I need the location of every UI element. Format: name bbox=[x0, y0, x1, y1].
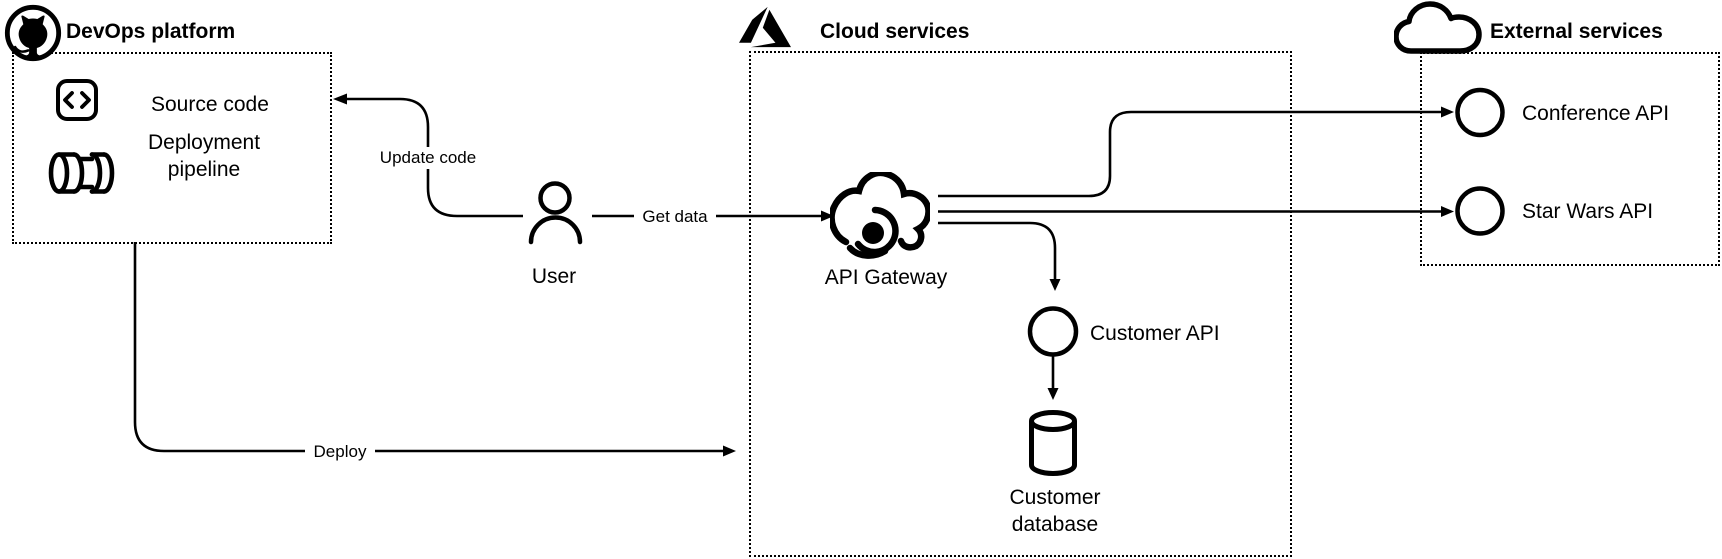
code-icon bbox=[56, 79, 98, 121]
devops-platform-box bbox=[12, 52, 332, 244]
external-services-box bbox=[1420, 52, 1720, 266]
api-gateway-label: API Gateway bbox=[824, 266, 948, 289]
customer-database-label: Customer database bbox=[1009, 486, 1101, 536]
arrowhead-update-code bbox=[333, 93, 347, 105]
arrowhead-starwars bbox=[1441, 206, 1454, 217]
star-wars-api-node bbox=[1455, 186, 1505, 236]
arrowhead-get-data bbox=[821, 210, 834, 222]
edge-gateway-conference bbox=[938, 110, 1443, 198]
database-icon bbox=[1029, 410, 1077, 476]
devops-platform-title: DevOps platform bbox=[66, 20, 236, 43]
update-code-edge-label: Update code bbox=[368, 147, 488, 169]
conference-api-node bbox=[1455, 87, 1505, 138]
deploy-edge-label: Deploy bbox=[305, 441, 375, 463]
arrowhead-customer-api bbox=[1049, 279, 1061, 291]
arrowhead-customer-db bbox=[1047, 388, 1059, 400]
external-services-title: External services bbox=[1490, 20, 1663, 43]
deployment-pipeline-label: Deployment pipeline bbox=[147, 131, 261, 181]
source-code-label: Source code bbox=[151, 93, 269, 116]
get-data-edge-label: Get data bbox=[634, 206, 716, 228]
cloud-services-box bbox=[749, 51, 1292, 557]
edge-deploy bbox=[133, 242, 726, 453]
customer-api-label: Customer API bbox=[1090, 322, 1220, 345]
user-label: User bbox=[531, 265, 577, 288]
github-icon bbox=[4, 4, 62, 62]
api-gateway-icon bbox=[830, 172, 930, 259]
conference-api-label: Conference API bbox=[1522, 102, 1670, 125]
azure-icon bbox=[739, 6, 791, 48]
cloud-icon bbox=[1394, 1, 1482, 54]
edge-gateway-customer bbox=[938, 221, 1057, 281]
person-icon bbox=[528, 181, 583, 245]
arrowhead-conference bbox=[1441, 106, 1454, 118]
arrowhead-deploy bbox=[723, 445, 736, 457]
customer-api-node bbox=[1027, 306, 1079, 357]
cloud-services-title: Cloud services bbox=[820, 20, 970, 43]
star-wars-api-label: Star Wars API bbox=[1522, 200, 1654, 223]
pipeline-icon bbox=[48, 152, 115, 194]
